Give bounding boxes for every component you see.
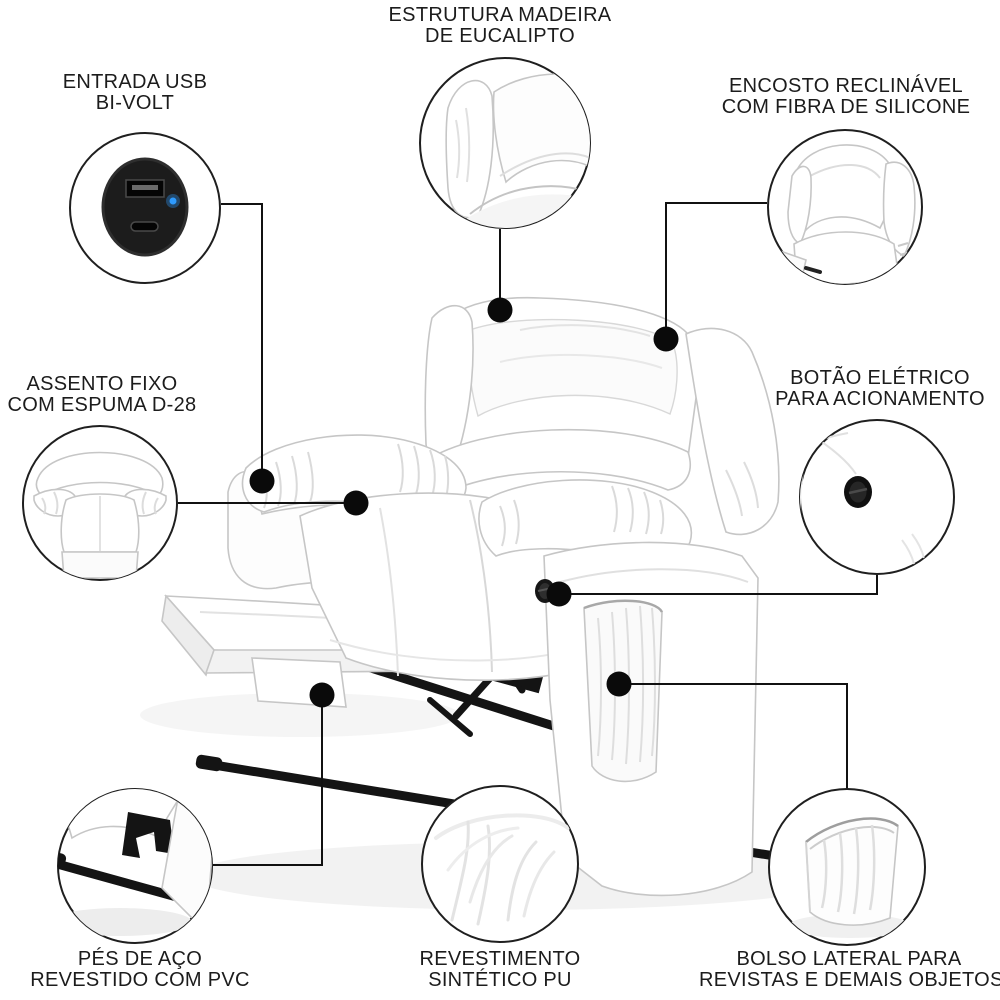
label-revestimento: REVESTIMENTO SINTÉTICO PU <box>380 949 620 991</box>
pocket-zoom-pleats <box>820 824 876 915</box>
right-wing-pillow <box>685 327 780 536</box>
leader-pes <box>213 695 323 866</box>
label-assento: ASSENTO FIXO COM ESPUMA D-28 <box>0 374 204 416</box>
usb-detail-bubble <box>69 132 221 284</box>
power-button-zoom-icon <box>844 476 872 508</box>
dot-bolso <box>606 671 632 697</box>
botao-detail-bubble <box>799 419 955 575</box>
label-bolso-line1: BOLSO LATERAL PARA <box>736 948 962 970</box>
dot-usb <box>249 468 275 494</box>
label-pes: PÉS DE AÇO REVESTIDO COM PVC <box>20 949 260 991</box>
label-botao-line1: BOTÃO ELÉTRICO <box>790 367 970 389</box>
label-entrada-usb-line1: ENTRADA USB <box>62 71 208 93</box>
label-estrutura: ESTRUTURA MADEIRA DE EUCALIPTO <box>340 5 660 47</box>
leader-lines <box>178 202 878 866</box>
dot-pes <box>309 682 335 708</box>
revestimento-detail-bubble <box>421 785 579 943</box>
label-revestimento-line1: REVESTIMENTO <box>419 948 581 970</box>
label-pes-line1: PÉS DE AÇO <box>77 948 203 970</box>
leader-botao <box>559 575 878 595</box>
led-indicator-icon <box>166 194 180 208</box>
label-revestimento-line2: SINTÉTICO PU <box>428 969 572 991</box>
label-encosto: ENCOSTO RECLINÁVEL COM FIBRA DE SILICONE <box>696 76 996 118</box>
leader-usb <box>221 203 263 481</box>
pes-detail-bubble <box>57 788 213 944</box>
backrest <box>422 296 780 536</box>
label-assento-line1: ASSENTO FIXO <box>26 373 178 395</box>
steel-bracket <box>122 812 174 858</box>
encosto-detail-bubble <box>767 129 923 285</box>
usb-c-port-icon <box>130 221 159 232</box>
leader-encosto <box>665 202 767 339</box>
dot-estrutura <box>487 297 513 323</box>
label-botao-line2: PARA ACIONAMENTO <box>775 388 985 410</box>
callout-dots <box>249 297 679 708</box>
label-encosto-line2: COM FIBRA DE SILICONE <box>721 96 971 118</box>
dot-assento <box>343 490 369 516</box>
estrutura-detail-bubble <box>419 57 591 229</box>
label-estrutura-line2: DE EUCALIPTO <box>425 25 575 47</box>
label-entrada-usb: ENTRADA USB BI-VOLT <box>15 72 255 114</box>
dot-botao <box>546 581 572 607</box>
label-bolso: BOLSO LATERAL PARA REVISTAS E DEMAIS OBJ… <box>699 948 1000 991</box>
label-bolso-line2: REVISTAS E DEMAIS OBJETOS <box>699 969 1000 991</box>
leader-bolso <box>619 683 848 789</box>
usb-a-port-icon <box>125 179 165 198</box>
assento-detail-bubble <box>22 425 178 581</box>
label-pes-line2: REVESTIDO COM PVC <box>30 969 250 991</box>
label-assento-line2: COM ESPUMA D-28 <box>7 394 197 416</box>
label-encosto-line1: ENCOSTO RECLINÁVEL <box>729 75 963 97</box>
label-estrutura-line1: ESTRUTURA MADEIRA <box>388 4 612 26</box>
label-botao: BOTÃO ELÉTRICO PARA ACIONAMENTO <box>735 368 1000 410</box>
footrest-shadow <box>140 693 460 737</box>
dot-encosto <box>653 326 679 352</box>
bolso-detail-bubble <box>768 788 926 946</box>
label-entrada-usb-line2: BI-VOLT <box>95 92 175 114</box>
right-arm-ruffles <box>499 485 665 547</box>
